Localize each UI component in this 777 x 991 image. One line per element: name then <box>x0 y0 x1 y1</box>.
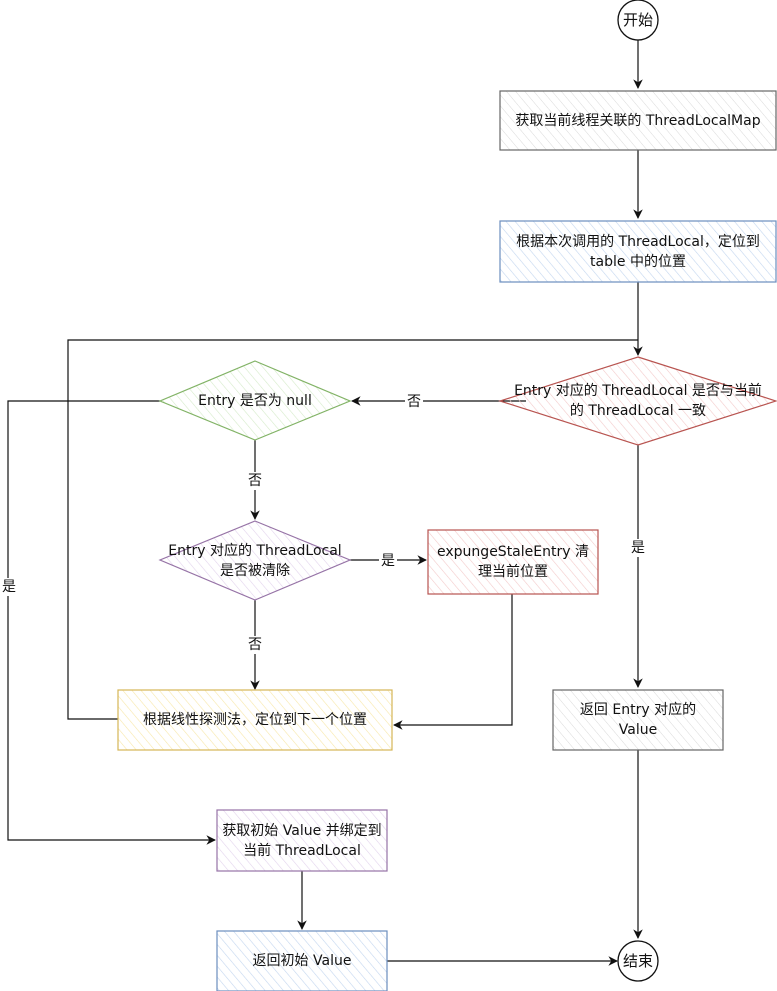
check-null-diamond <box>158 360 352 441</box>
locate-label: 根据本次调用的 ThreadLocal，定位到 table 中的位置 <box>516 233 760 270</box>
check-same-diamond <box>498 356 777 446</box>
start-label: 开始 <box>622 11 653 29</box>
edge-label-checknull-yes: 是 <box>0 578 18 596</box>
edge-probe-loop <box>67 339 638 720</box>
return-value-label: 返回 Entry 对应的 Value <box>579 702 697 738</box>
edge-label-checkcleared-yes: 是 <box>379 552 397 570</box>
get-map-label: 获取当前线程关联的 ThreadLocalMap <box>515 112 761 129</box>
edge-label-checksame-yes: 是 <box>629 539 647 557</box>
edge-checknull-yes <box>7 400 216 845</box>
init-bind-node <box>216 809 388 872</box>
end-node <box>617 940 659 982</box>
probe-next-label: 根据线性探测法，定位到下一个位置 <box>143 712 367 728</box>
edge-label-checksame-no: 否 <box>405 393 423 411</box>
edge-label-checkcleared-no: 否 <box>246 636 264 654</box>
check-null-label: Entry 是否为 null <box>198 392 312 409</box>
check-cleared-label: Entry 对应的 ThreadLocal 是否被清除 <box>168 542 342 579</box>
start-node <box>617 0 659 41</box>
edge-expunge-to-probe <box>393 594 513 730</box>
check-same-label: Entry 对应的 ThreadLocal 是否与当前的 ThreadLocal… <box>514 383 762 419</box>
return-init-label: 返回初始 Value <box>252 953 352 969</box>
init-bind-label: 获取初始 Value 并绑定到当前 ThreadLocal <box>222 822 382 859</box>
get-map-node <box>499 90 777 151</box>
end-label: 结束 <box>622 952 653 970</box>
return-init-node <box>216 930 388 991</box>
expunge-label: expungeStaleEntry 清理当前位置 <box>437 544 589 580</box>
edge-label-checknull-no: 否 <box>246 472 264 490</box>
locate-node <box>499 220 777 283</box>
expunge-node <box>427 529 599 595</box>
check-cleared-diamond <box>158 520 352 601</box>
probe-next-node <box>117 689 393 751</box>
return-value-node <box>552 689 724 751</box>
